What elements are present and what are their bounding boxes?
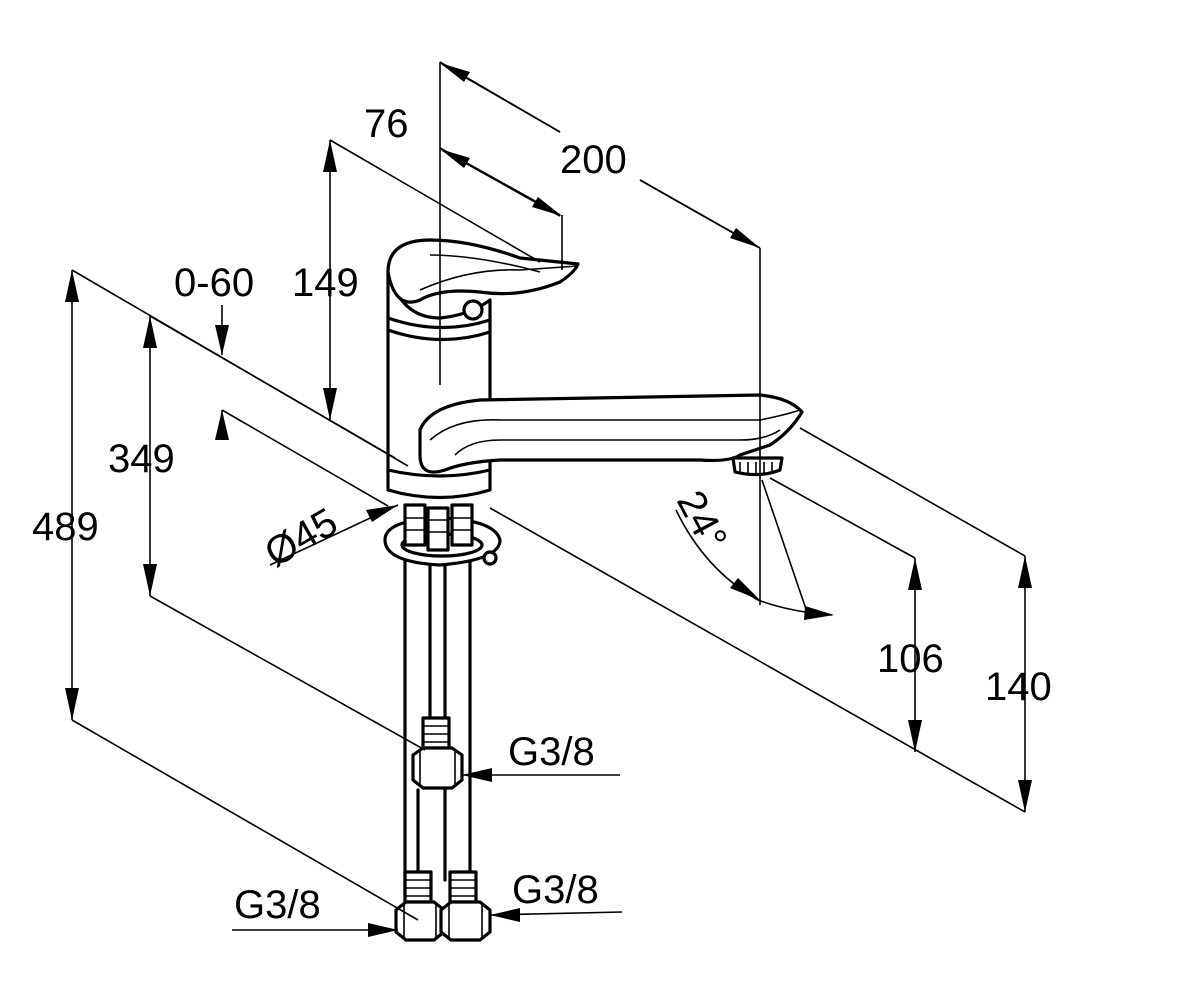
- arrow-76-start: [440, 149, 470, 168]
- arrow-149-bottom: [323, 388, 337, 420]
- arrow-349-top: [143, 316, 157, 348]
- label-76: 76: [364, 102, 409, 146]
- arrow-140-bottom: [1018, 780, 1032, 812]
- arrow-489-top: [65, 270, 79, 302]
- label-489: 489: [32, 505, 99, 549]
- label-0-60: 0-60: [174, 261, 254, 305]
- dimension-lines: [65, 63, 1032, 937]
- arrow-106-top: [908, 558, 922, 590]
- arrow-angle-end: [804, 606, 834, 620]
- faucet-body: [386, 238, 804, 500]
- extension-lines: [71, 61, 1026, 931]
- arrow-g38-upper: [462, 768, 492, 782]
- arrow-106-bottom: [908, 720, 922, 752]
- arrow-0-60-up: [215, 410, 229, 440]
- faucet: [383, 238, 804, 942]
- mounting-flange: [383, 503, 502, 567]
- label-g38-left: G3/8: [234, 883, 321, 927]
- arrow-149-top: [323, 140, 337, 172]
- label-200: 200: [560, 138, 627, 182]
- arrow-76-end: [532, 197, 562, 216]
- arrow-489-bottom: [65, 688, 79, 720]
- arrow-g38-left: [368, 923, 398, 937]
- dimension-labels: 76 200 0-60 149 349 489 Ø45 24° 106 140 …: [32, 102, 1052, 927]
- label-g38-right: G3/8: [512, 868, 599, 912]
- label-140: 140: [985, 665, 1052, 709]
- arrow-140-top: [1018, 556, 1032, 588]
- arrow-g38-right: [490, 908, 520, 922]
- label-g38-upper: G3/8: [508, 730, 595, 774]
- arrow-200-start: [440, 63, 470, 82]
- arrow-349-bottom: [143, 564, 157, 596]
- label-106: 106: [877, 637, 944, 681]
- arrow-angle-start: [730, 578, 760, 600]
- supply-hoses: [394, 558, 492, 942]
- label-349: 349: [108, 437, 175, 481]
- arrow-d45: [366, 505, 398, 522]
- label-149: 149: [292, 261, 359, 305]
- arrow-0-60-down: [215, 325, 229, 355]
- arrow-200-end: [730, 228, 760, 248]
- label-24deg: 24°: [668, 484, 735, 558]
